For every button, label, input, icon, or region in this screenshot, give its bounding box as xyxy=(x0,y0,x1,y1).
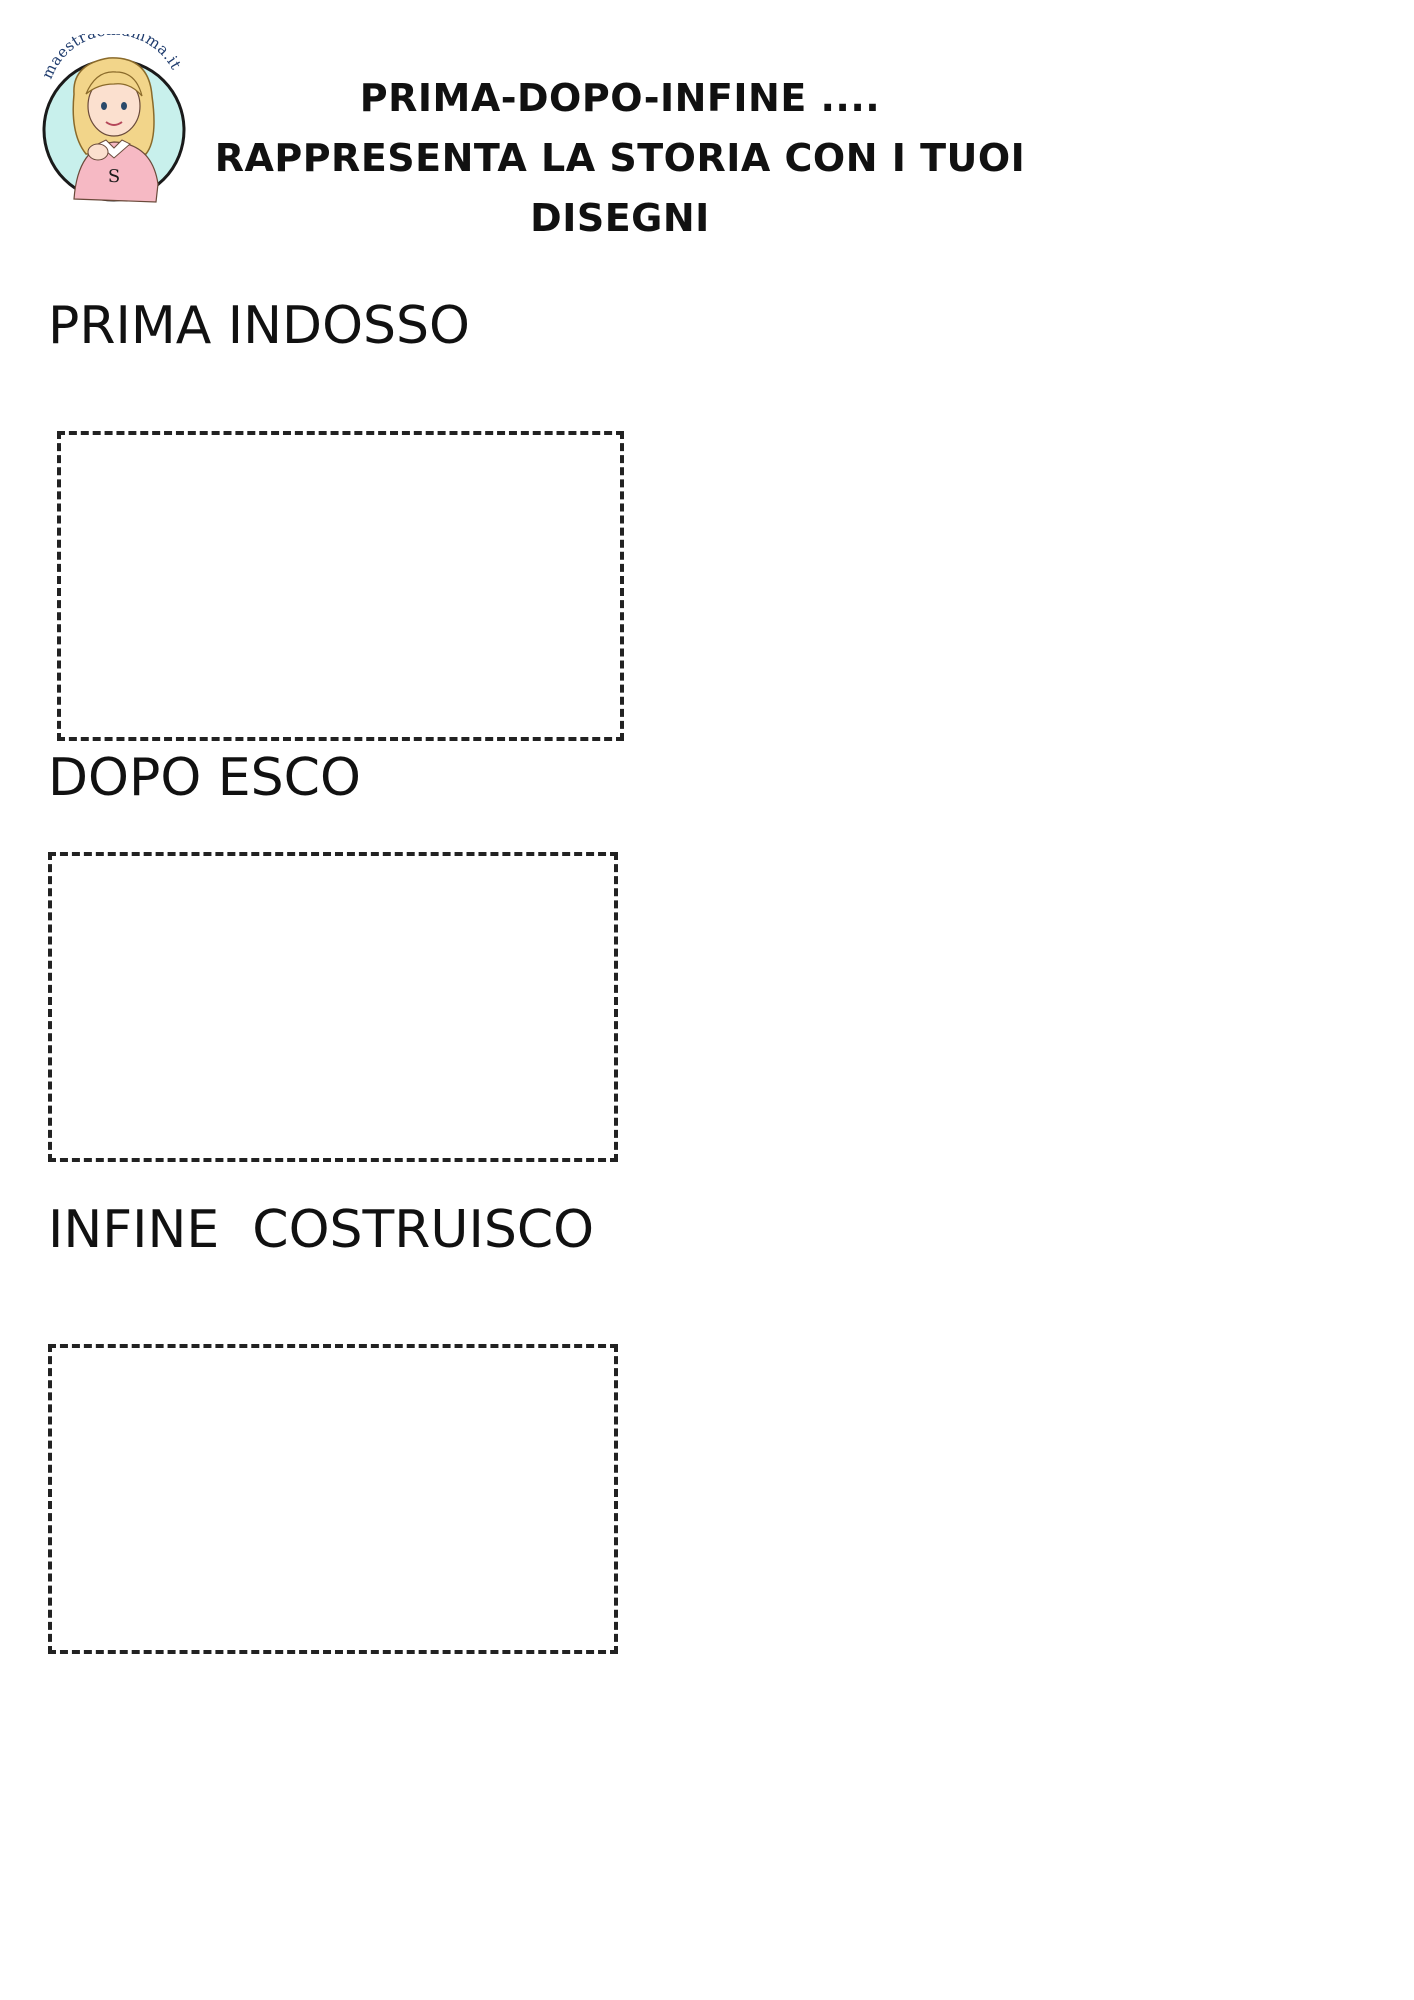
page-title-line-2: RAPPRESENTA LA STORIA CON I TUOI xyxy=(214,136,1026,180)
logo: S maestraemamma.it xyxy=(34,34,194,209)
drawing-box-dopo[interactable] xyxy=(48,852,618,1162)
section-label-infine: INFINE COSTRUISCO xyxy=(48,1200,595,1260)
drawing-box-infine[interactable] xyxy=(48,1344,618,1654)
logo-badge-letter: S xyxy=(108,166,120,187)
teacher-avatar-icon: S maestraemamma.it xyxy=(38,34,186,203)
page-title-line-1: PRIMA-DOPO-INFINE .... xyxy=(359,76,881,120)
page-title: PRIMA-DOPO-INFINE .... RAPPRESENTA LA ST… xyxy=(200,68,1040,248)
section-label-dopo: DOPO ESCO xyxy=(48,748,361,808)
drawing-box-prima[interactable] xyxy=(57,431,624,741)
page-title-line-3: DISEGNI xyxy=(530,196,710,240)
section-label-prima: PRIMA INDOSSO xyxy=(48,296,470,356)
